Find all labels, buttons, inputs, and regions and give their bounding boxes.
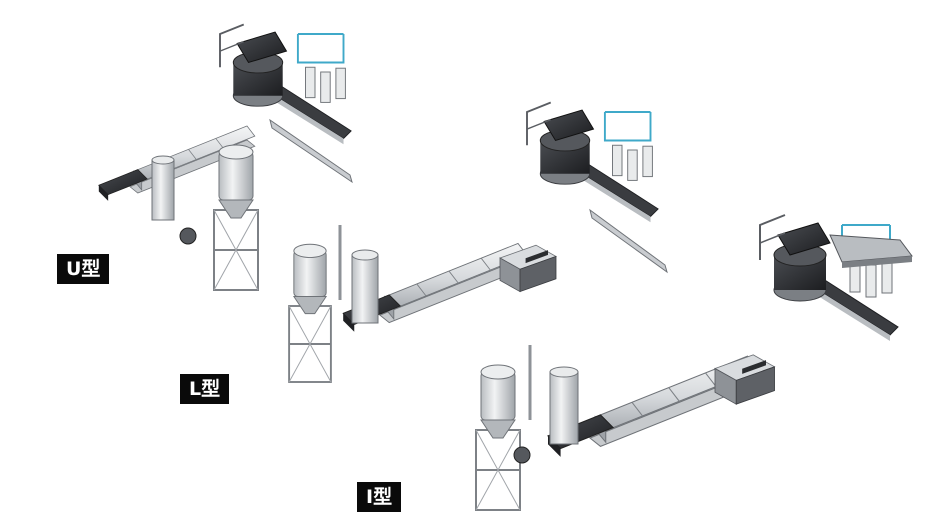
- l-type-label: L型: [180, 374, 230, 404]
- i-type-line: [475, 214, 913, 511]
- u-type-line: [98, 23, 353, 291]
- u-type-label: U型: [57, 254, 110, 284]
- l-type-line: [288, 101, 668, 383]
- i-type-label: I型: [357, 482, 402, 512]
